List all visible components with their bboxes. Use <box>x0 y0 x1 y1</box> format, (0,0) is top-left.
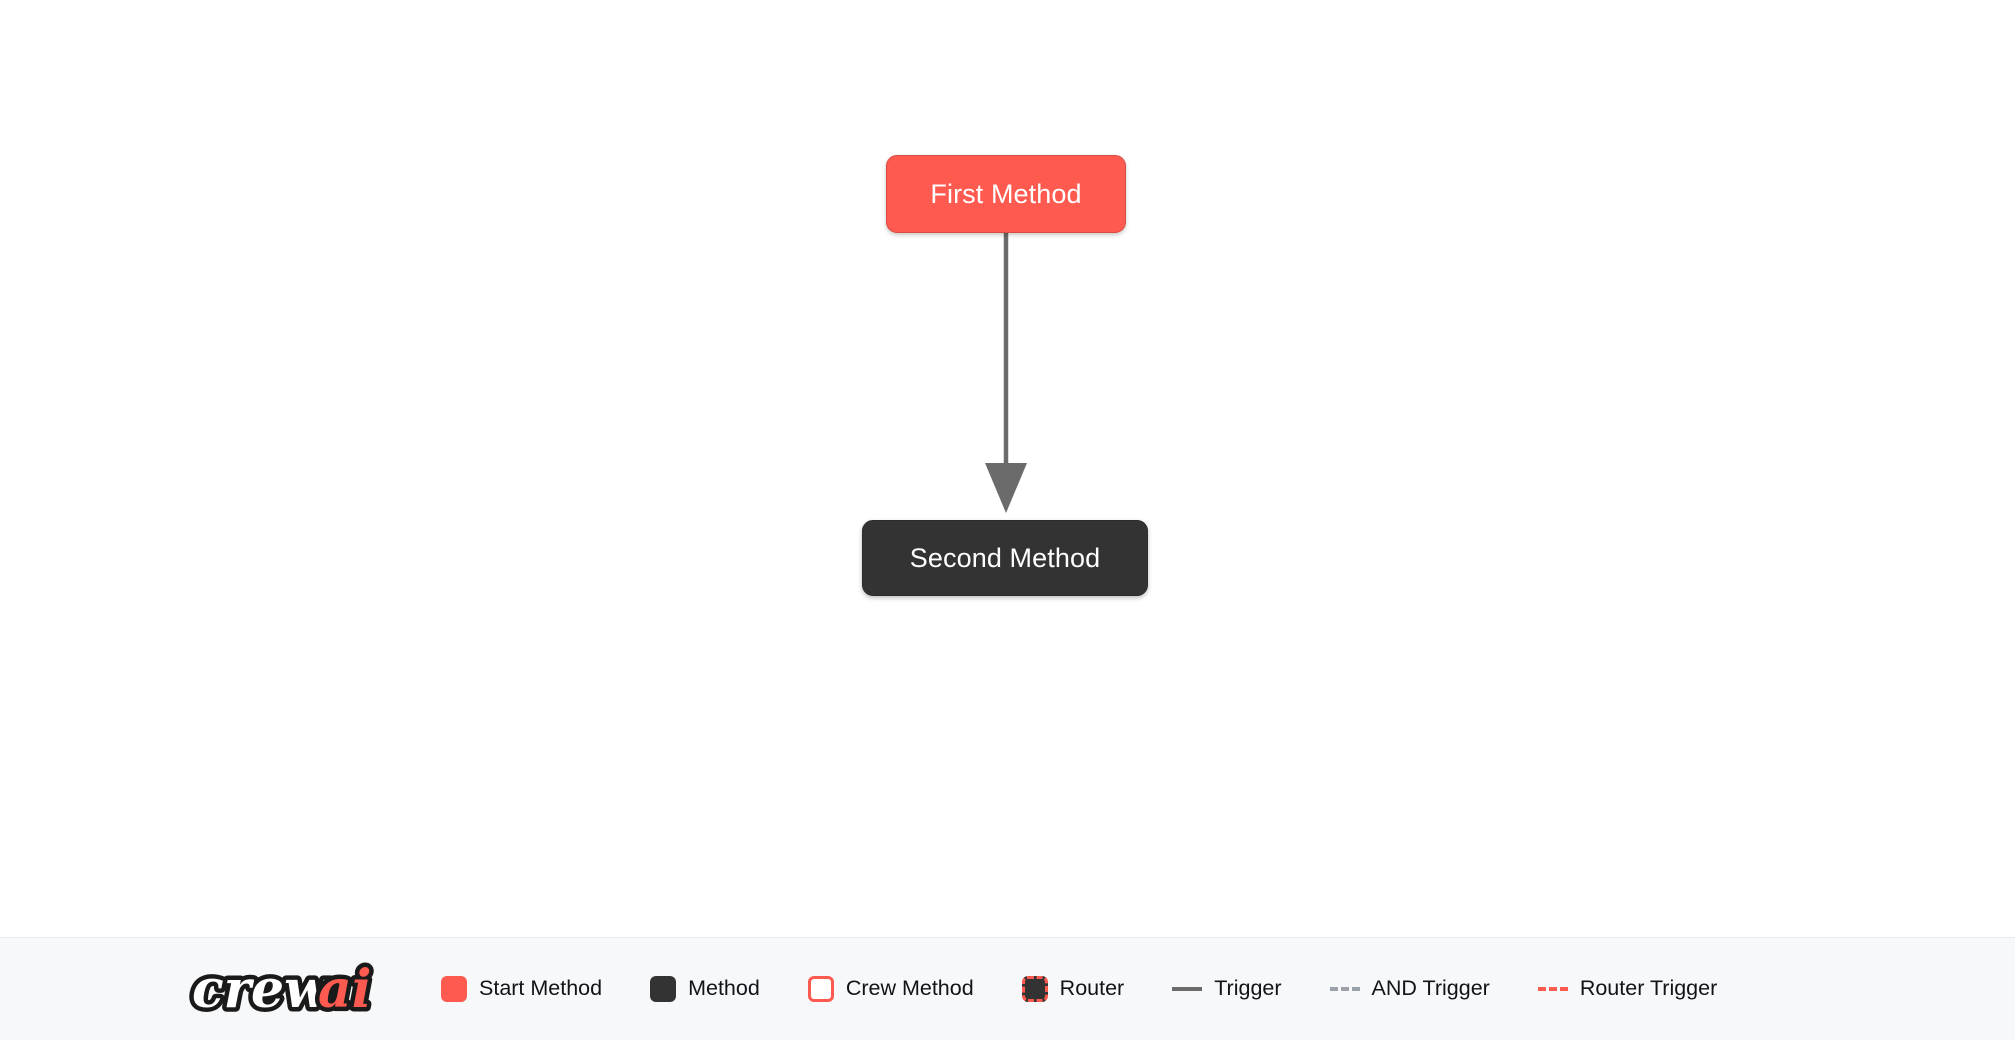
legend-label: AND Trigger <box>1371 976 1490 1001</box>
legend-label: Trigger <box>1214 976 1282 1001</box>
method-swatch <box>650 976 677 1002</box>
router-trigger-line <box>1537 987 1568 991</box>
crewai-logo-outline-crew: crew <box>192 959 331 1020</box>
legend-items: Start Method Method Crew Method Router T… <box>441 976 1717 1002</box>
flow-node-label: First Method <box>930 178 1082 209</box>
flow-node-second-method[interactable]: Second Method <box>862 520 1148 596</box>
legend-item-router-trigger: Router Trigger <box>1537 976 1718 1001</box>
crewai-logo-wordmark: crew crew ai ai <box>188 955 376 1023</box>
crewai-logo-text-ai: ai <box>318 959 371 1020</box>
legend-item-start-method: Start Method <box>441 976 602 1002</box>
edge-layer <box>985 233 1027 513</box>
flow-node-first-method[interactable]: First Method <box>886 155 1126 233</box>
crewai-logo-text-crew: crew <box>192 959 331 1020</box>
legend-label: Router Trigger <box>1579 976 1718 1001</box>
legend-item-crew-method: Crew Method <box>807 976 974 1002</box>
edge-first-to-second <box>985 233 1027 513</box>
legend-item-trigger: Trigger <box>1172 976 1282 1001</box>
legend-label: Router <box>1059 976 1125 1001</box>
legend-item-method: Method <box>650 976 760 1002</box>
trigger-line <box>1172 987 1203 991</box>
flow-canvas[interactable]: First Method Second Method <box>0 0 2015 937</box>
and-trigger-line <box>1329 987 1360 991</box>
start-method-swatch <box>441 976 467 1002</box>
legend-label: Start Method <box>479 976 603 1001</box>
router-swatch <box>1021 976 1048 1002</box>
crewai-logo-outline-ai: ai <box>318 959 371 1020</box>
crew-method-swatch <box>807 976 834 1002</box>
legend-label: Method <box>688 976 760 1001</box>
legend-bar: crew crew ai ai Start Method Method Crew… <box>0 937 2015 1040</box>
legend-item-router: Router <box>1021 976 1125 1002</box>
legend-label: Crew Method <box>845 976 974 1001</box>
edge-arrowhead-icon <box>985 463 1027 513</box>
legend-item-and-trigger: AND Trigger <box>1329 976 1490 1001</box>
crewai-logo: crew crew ai ai <box>188 955 376 1023</box>
flow-node-label: Second Method <box>909 542 1101 573</box>
